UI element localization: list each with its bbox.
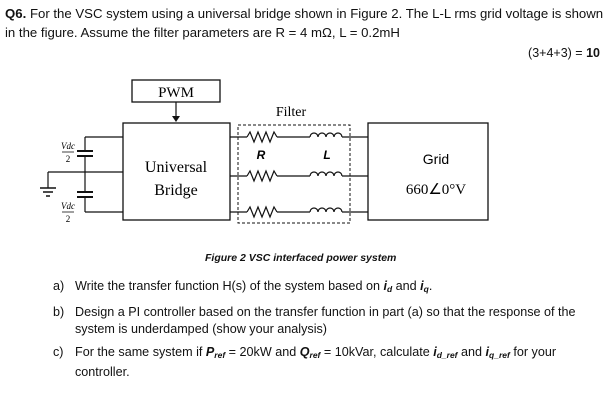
- arrow-icon: [172, 116, 180, 122]
- part-c: c) For the same system if Pref = 20kW an…: [53, 344, 557, 380]
- filter-label: Filter: [276, 105, 307, 120]
- svg-text:Vdc: Vdc: [61, 141, 75, 151]
- svg-text:Vdc: Vdc: [61, 201, 75, 211]
- inductor-icon: [309, 132, 343, 138]
- resistor-icon: [246, 130, 278, 144]
- ac-phase-lines: [230, 130, 368, 219]
- grid-voltage: 660∠0°V: [406, 182, 466, 198]
- resistor-label: R: [257, 148, 266, 162]
- question-body: For the VSC system using a universal bri…: [5, 6, 604, 40]
- ground-connection: [47, 171, 123, 188]
- part-b: b) Design a PI controller based on the t…: [53, 304, 576, 337]
- inductor-icon: [309, 207, 343, 213]
- marks-breakdown: (3+4+3) =: [528, 46, 583, 60]
- vdc-half-lower: Vdc 2: [61, 201, 75, 224]
- inductor-icon: [309, 171, 343, 177]
- vdc-half-upper: Vdc 2: [61, 141, 75, 164]
- question-number: Q6.: [5, 6, 27, 21]
- bridge-label-line2: Bridge: [154, 182, 198, 199]
- part-label: b): [53, 304, 65, 319]
- resistor-icon: [246, 169, 278, 183]
- marks-allocation: (3+4+3) = 10: [528, 46, 600, 60]
- ground-icon: [40, 187, 56, 197]
- svg-text:2: 2: [66, 154, 71, 164]
- grid-block: [367, 122, 489, 221]
- figure-caption: Figure 2 VSC interfaced power system: [205, 252, 397, 264]
- part-a: a) Write the transfer function H(s) of t…: [53, 279, 433, 294]
- svg-text:2: 2: [66, 214, 71, 224]
- inductor-label: L: [323, 148, 330, 162]
- filter-box: [237, 124, 351, 224]
- vsc-system-figure: PWM Universal Bridge Vdc 2 Vdc: [40, 79, 489, 224]
- marks-total: 10: [586, 46, 600, 60]
- resistor-icon: [246, 205, 278, 219]
- dc-capacitor-upper: [77, 136, 123, 172]
- part-label: a): [53, 279, 65, 293]
- grid-label: Grid: [423, 151, 449, 167]
- dc-capacitor-lower: [77, 172, 123, 213]
- question-parts: a) Write the transfer function H(s) of t…: [53, 278, 605, 387]
- pwm-label: PWM: [158, 85, 194, 101]
- bridge-label-line1: Universal: [145, 159, 208, 176]
- part-label: c): [53, 344, 64, 359]
- question-text: Q6. For the VSC system using a universal…: [5, 4, 605, 42]
